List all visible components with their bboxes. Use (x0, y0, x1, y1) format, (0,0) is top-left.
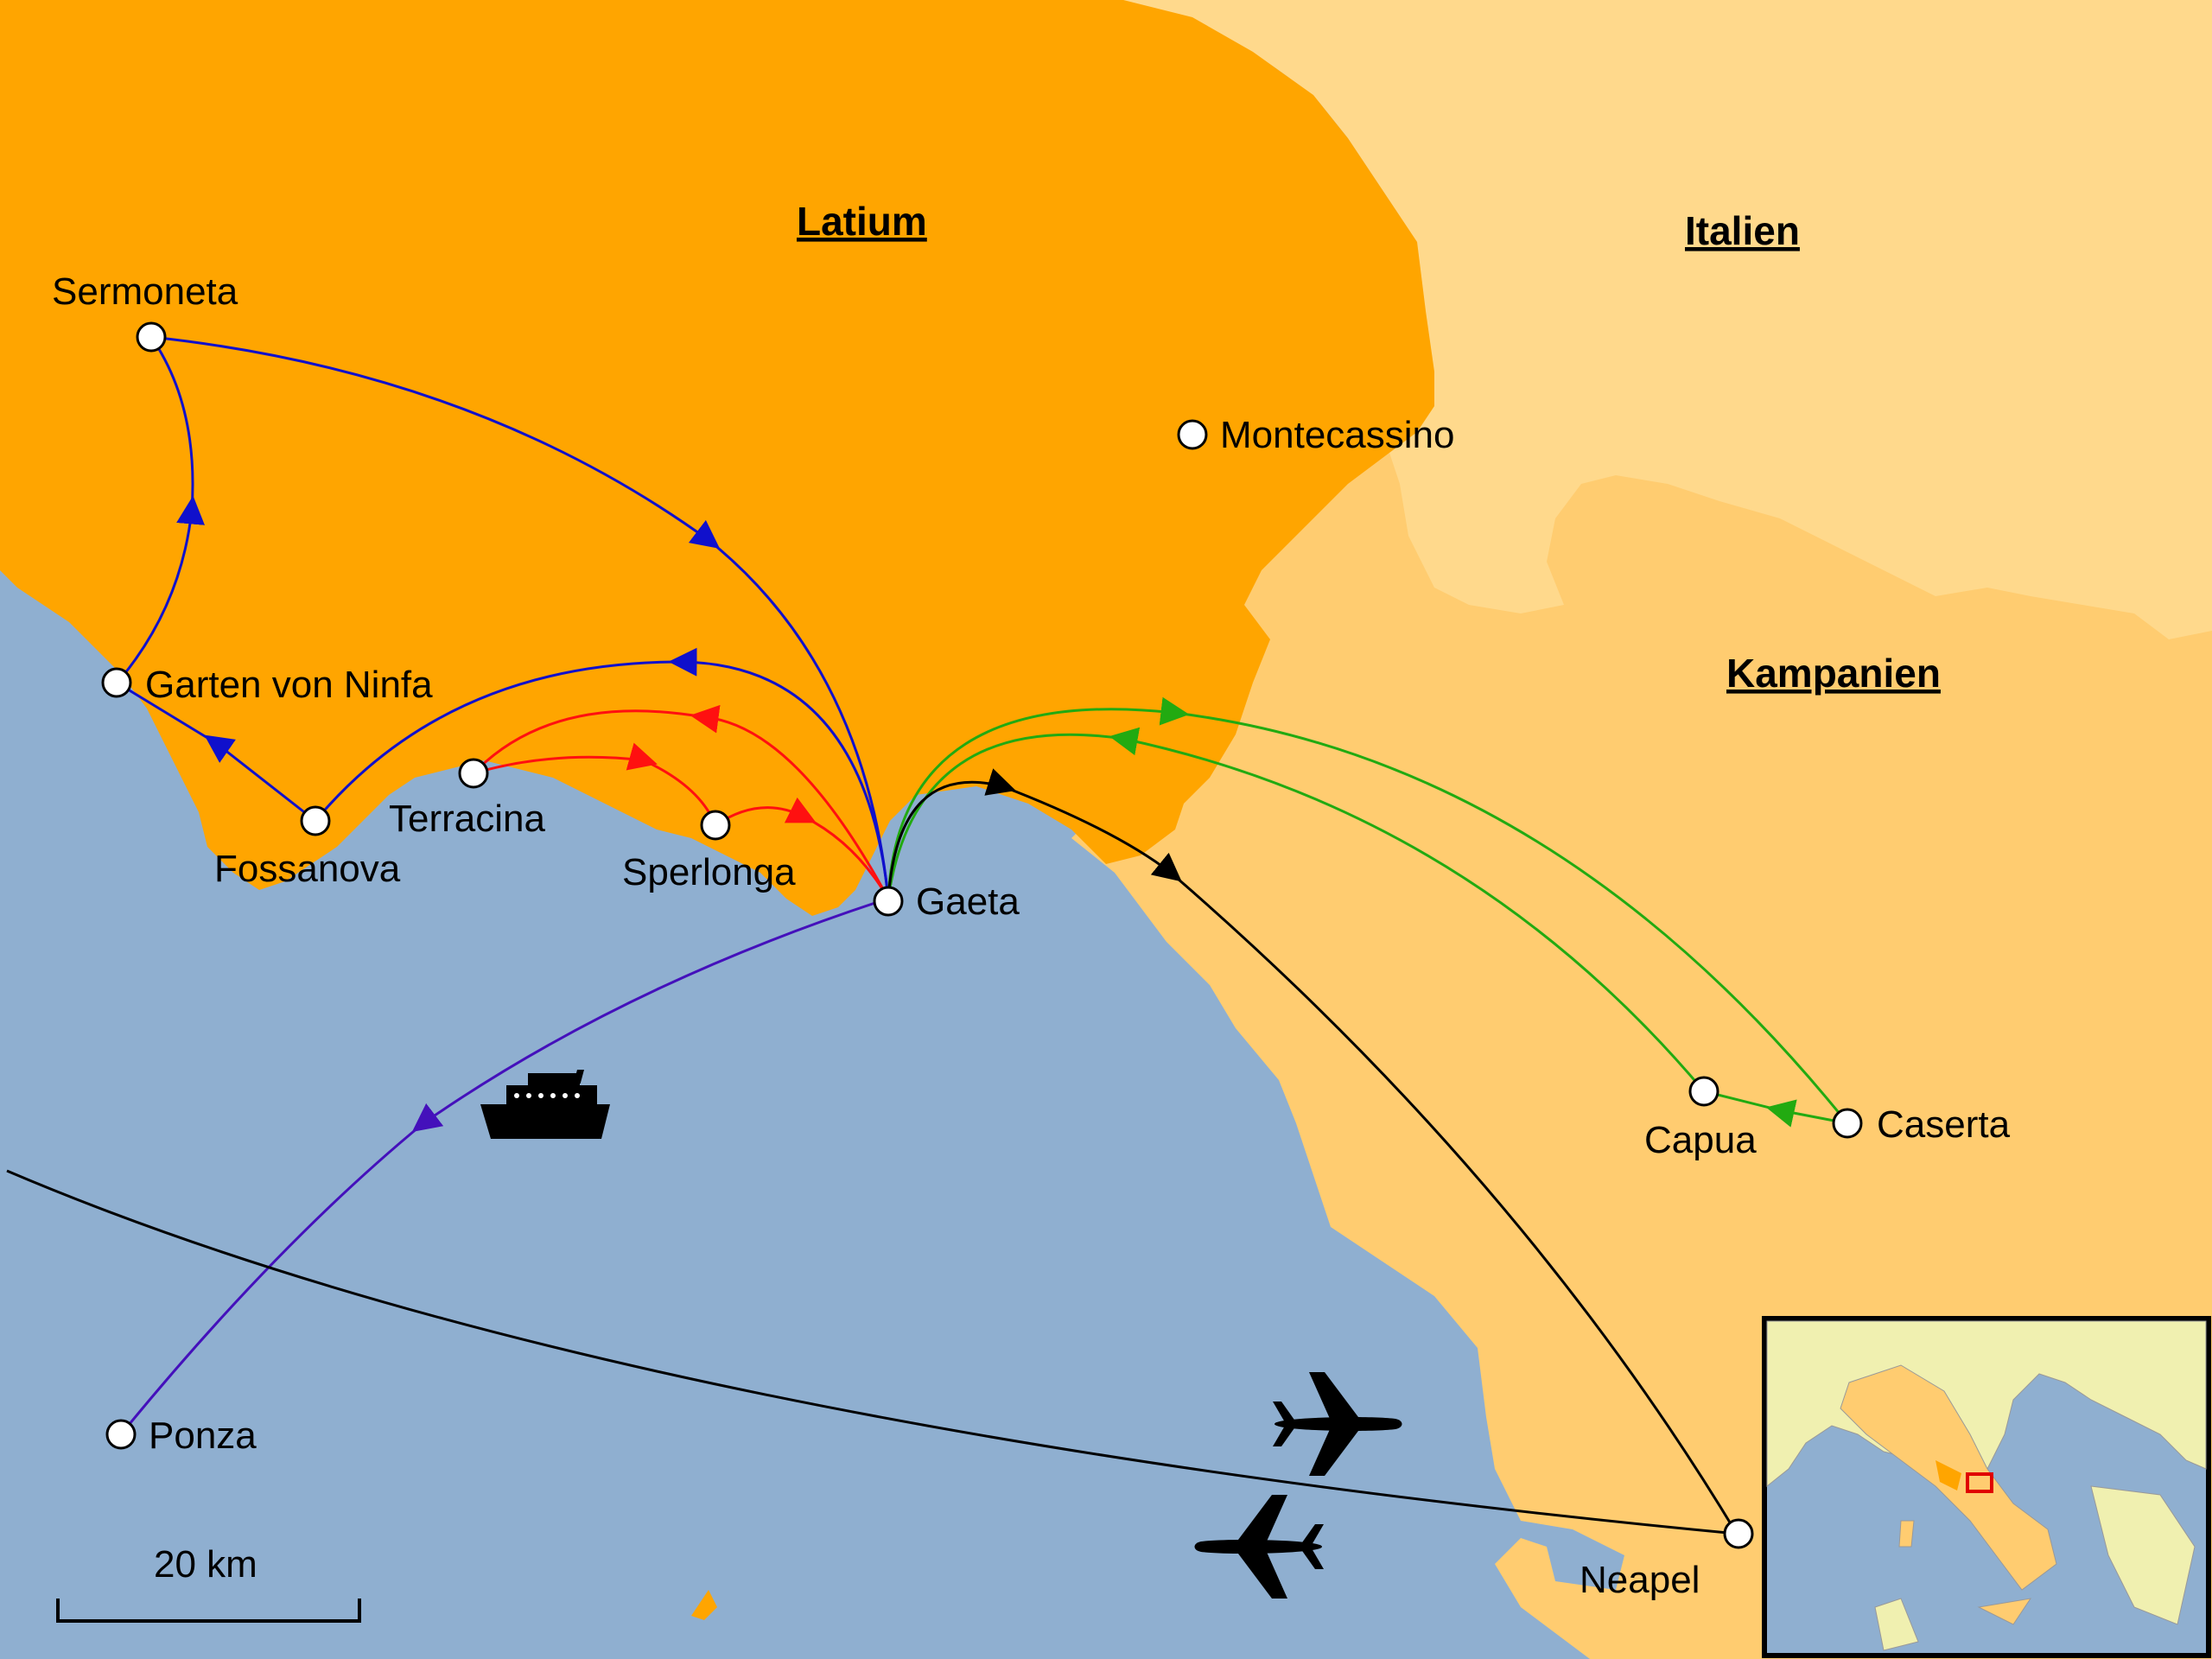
marker-ponza (105, 1419, 137, 1450)
marker-neapel (1723, 1518, 1754, 1549)
marker-montecassino (1177, 419, 1208, 450)
latium-region (0, 0, 1434, 916)
region-kampanien: Kampanien (1726, 651, 1941, 696)
scale-label: 20 km (154, 1543, 257, 1586)
inset-land (1766, 1320, 2207, 1488)
label-fossanova: Fossanova (214, 848, 401, 890)
inset-latium (1936, 1460, 1961, 1491)
label-sermoneta: Sermoneta (52, 270, 238, 313)
inset-map (1762, 1316, 2211, 1658)
inset-highlight (1966, 1472, 1993, 1493)
label-capua: Capua (1644, 1119, 1757, 1161)
marker-terracina (458, 758, 489, 789)
label-gaeta: Gaeta (916, 880, 1020, 923)
marker-caserta (1832, 1108, 1863, 1139)
marker-capua (1688, 1076, 1719, 1107)
marker-fossanova (300, 805, 331, 836)
italien-region (1123, 0, 2212, 639)
label-garten: Garten von Ninfa (145, 664, 433, 706)
marker-sermoneta (136, 321, 167, 353)
airplane-icon (1194, 1495, 1324, 1599)
city-markers (101, 321, 1863, 1549)
scale-bar: 20 km (56, 1543, 361, 1623)
region-italien: Italien (1685, 208, 1800, 253)
label-terracina: Terracina (389, 798, 545, 840)
label-neapel: Neapel (1580, 1559, 1700, 1601)
label-ponza: Ponza (149, 1414, 257, 1457)
region-latium: Latium (797, 199, 927, 244)
marker-gaeta (873, 886, 904, 917)
routes (6, 335, 1849, 1535)
marker-garten (101, 667, 132, 698)
label-sperlonga: Sperlonga (622, 851, 796, 893)
airplane-icon (1273, 1372, 1402, 1476)
label-montecassino: Montecassino (1220, 414, 1454, 456)
label-caserta: Caserta (1877, 1103, 2011, 1146)
marker-sperlonga (700, 810, 731, 841)
ship-icon (480, 1070, 610, 1139)
island (691, 1590, 717, 1620)
